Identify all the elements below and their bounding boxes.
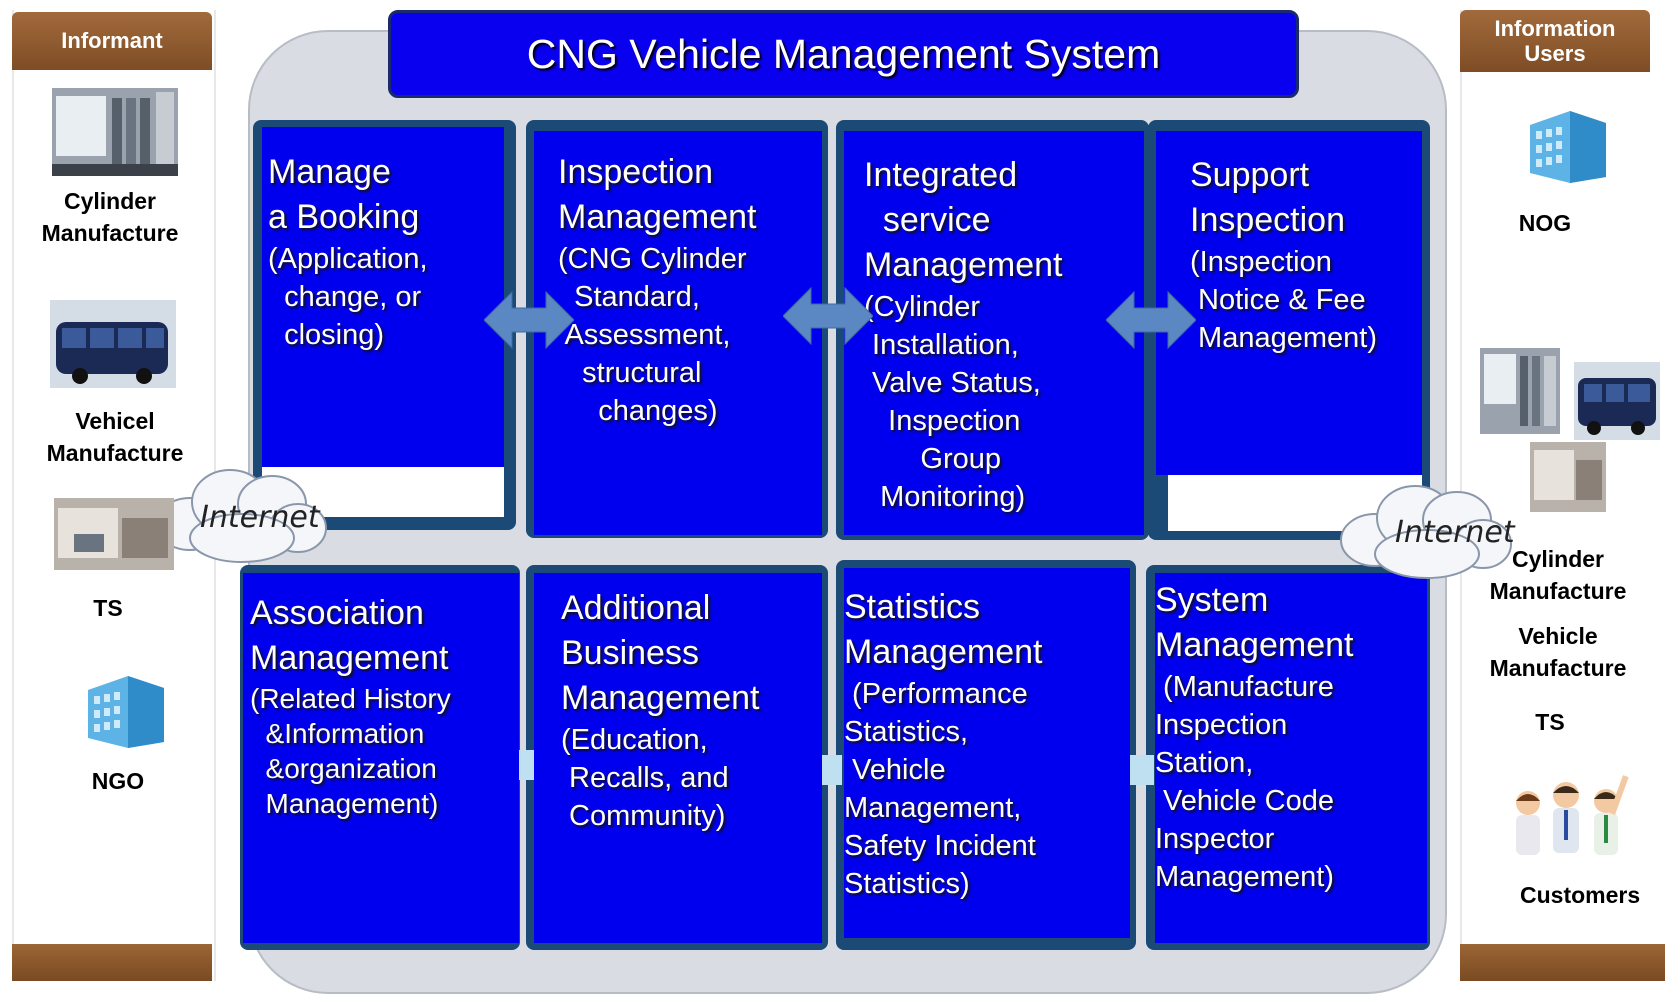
module-title: Inspection Management <box>558 153 757 236</box>
bus-photo <box>50 300 176 388</box>
office-building-icon <box>1530 111 1606 183</box>
left-label-vehicle-manufacture: Vehicel Manufacture <box>46 408 184 466</box>
double-arrow-icon <box>484 290 574 350</box>
module-connector <box>822 755 842 785</box>
cylinder-factory-photo <box>1480 348 1560 434</box>
informant-header: Informant <box>12 12 212 70</box>
module-title: System Management <box>1155 581 1354 664</box>
module-connector <box>1128 755 1154 785</box>
module-title: Integrated service Management <box>864 156 1063 284</box>
information-users-footer-bar <box>1460 944 1665 981</box>
module-title: Support Inspection <box>1190 156 1345 239</box>
bus-photo <box>1574 362 1660 440</box>
system-title: CNG Vehicle Management System <box>388 10 1299 98</box>
module-association-management: Association Management (Related History … <box>243 573 519 943</box>
internet-label: Internet <box>200 500 320 535</box>
internet-cloud-icon <box>1340 485 1512 579</box>
module-additional-business: Additional Business Management (Educatio… <box>534 573 822 943</box>
module-detail: (Related History &Information &organizat… <box>250 683 451 819</box>
module-detail: (Application, change, or closing) <box>268 243 428 351</box>
right-label-nog: NOG <box>1518 210 1572 236</box>
right-label-customers: Customers <box>1520 882 1641 908</box>
cylinder-factory-photo <box>52 88 178 176</box>
right-label-cylinder-manufacture: Cylinder Manufacture <box>1489 546 1627 604</box>
left-label-cylinder-manufacture: Cylinder Manufacture <box>41 188 179 246</box>
office-building-icon <box>88 676 164 748</box>
module-detail: (Cylinder Installation, Valve Status, In… <box>864 291 1041 513</box>
module-title: Association Management <box>250 594 449 677</box>
module-connector <box>515 750 535 780</box>
module-support-inspection: Support Inspection (Inspection Notice & … <box>1156 131 1422 475</box>
module-detail: (Performance Statistics, Vehicle Managem… <box>844 678 1036 900</box>
module-manage-booking: Manage a Booking (Application, change, o… <box>262 127 504 467</box>
module-detail: (Manufacture Inspection Station, Vehicle… <box>1155 671 1334 893</box>
informant-footer-bar <box>12 944 212 981</box>
left-label-ngo: NGO <box>91 768 145 794</box>
module-title: Additional Business Management <box>561 589 760 717</box>
people-icon <box>1516 775 1629 855</box>
test-station-photo <box>54 498 174 570</box>
test-station-photo <box>1530 442 1606 512</box>
module-integrated-service: Integrated service Management (Cylinder … <box>844 131 1144 535</box>
module-detail: (Inspection Notice & Fee Management) <box>1190 246 1377 354</box>
internet-label: Internet <box>1395 515 1515 550</box>
double-arrow-icon <box>1106 290 1196 350</box>
module-detail: (CNG Cylinder Standard, Assessment, stru… <box>558 243 747 427</box>
module-title: Manage a Booking <box>268 153 420 236</box>
right-label-vehicle-manufacture: Vehicle Manufacture <box>1489 623 1627 681</box>
module-statistics-management: Statistics Management (Performance Stati… <box>844 568 1130 938</box>
module-system-management: System Management (Manufacture Inspectio… <box>1155 573 1427 943</box>
module-title: Statistics Management <box>844 588 1043 671</box>
right-label-ts: TS <box>1535 709 1565 735</box>
double-arrow-icon <box>783 286 873 346</box>
information-users-header: Information Users <box>1460 10 1650 72</box>
module-inspection-management: Inspection Management (CNG Cylinder Stan… <box>534 131 822 535</box>
module-detail: (Education, Recalls, and Community) <box>561 724 729 832</box>
left-label-ts: TS <box>93 595 123 621</box>
